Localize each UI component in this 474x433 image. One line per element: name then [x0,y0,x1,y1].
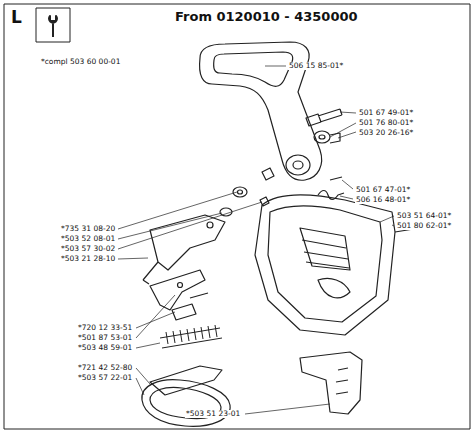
part-number: 506 15 85-01* [288,62,344,70]
leader-line [338,132,356,138]
leader-line [245,404,330,414]
leader-line [118,192,237,229]
leader-line [265,66,286,67]
part-number: *503 21 28-10 [60,255,116,263]
leader-line [118,213,222,239]
leader-line [118,258,148,259]
wrench-icon [49,16,57,37]
part-number: 501 67 47-01* [355,186,411,194]
release-lever [300,352,362,414]
part-number: *503 52 08-01 [60,235,116,243]
frame [4,4,470,429]
part-number: 501 80 62-01* [396,222,452,230]
part-number: 501 67 49-01* [358,109,414,117]
part-number: *720 12 33-51 [77,324,133,332]
part-number: *503 57 30-02 [60,245,116,253]
leader-line [136,378,144,395]
leader-line [136,295,175,338]
screw-and-bushing [306,109,342,143]
brake-lever [143,215,225,310]
leader-line [342,180,353,189]
leader-line [136,368,150,384]
brake-spring [160,325,222,348]
part-number: 506 16 48-01* [355,196,411,204]
leader-line [380,216,394,222]
section-letter: L [10,9,23,26]
leader-line [392,225,394,226]
tool-icon-box [36,8,70,42]
kit-note: *compl 503 60 00-01 [40,58,121,66]
part-number: *501 87 53-01 [77,334,133,342]
leader-lines [118,66,394,414]
part-number: 503 51 64-01* [396,212,452,220]
leader-line [136,343,160,348]
pivot-parts [172,293,208,320]
part-number: *503 57 22-01 [77,374,133,382]
leader-line [118,202,262,249]
leader-line [340,196,353,199]
leader-line [136,312,175,328]
title: From 0120010 - 4350000 [175,9,358,24]
part-number: *735 31 08-20 [60,225,116,233]
part-number: *503 51 23-01 [185,410,241,418]
part-number: *503 48 59-01 [77,344,133,352]
part-number: 503 20 26-16* [358,129,414,137]
leader-line [340,112,356,113]
leader-line [330,123,356,137]
part-number: *721 42 52-80 [77,364,133,372]
part-number: 501 76 80-01* [358,119,414,127]
